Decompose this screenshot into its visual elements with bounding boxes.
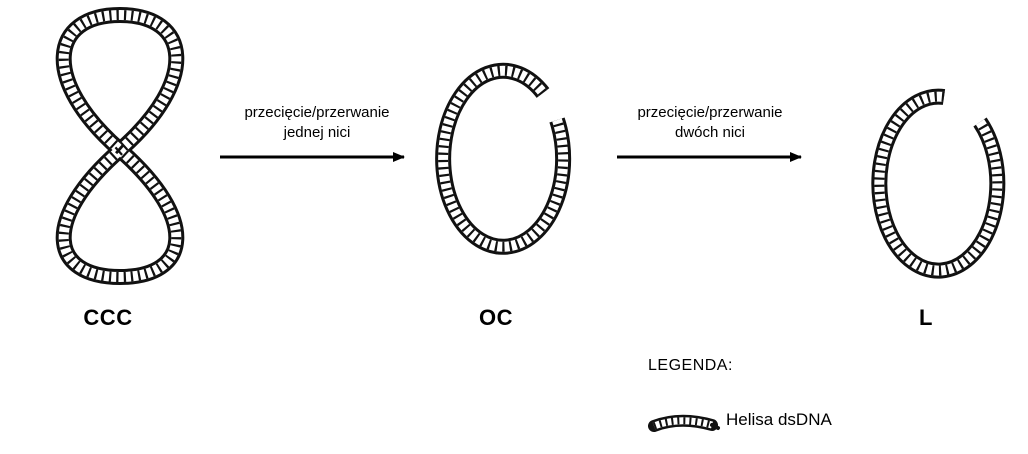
oc-open-circular-dna <box>435 62 572 255</box>
helix-icon <box>648 414 720 432</box>
arrow-label-line1: przecięcie/przerwanie <box>637 104 783 121</box>
arrow-label-line2: dwóch nici <box>674 124 746 141</box>
legend-item-label: Helisa dsDNA <box>726 410 832 429</box>
label-ccc: CCC <box>83 305 133 330</box>
arrow-label-double-strand: przecięcie/przerwanie dwóch nici <box>637 103 782 143</box>
l-linear-dna <box>871 88 1006 279</box>
label-oc: OC <box>479 305 513 330</box>
ccc-supercoiled-dna <box>55 6 185 286</box>
arrow-label-line1: przecięcie/przerwanie <box>244 104 390 121</box>
arrow-label-single-strand: przecięcie/przerwanie jednej nici <box>244 103 389 143</box>
label-l: L <box>919 305 933 330</box>
legend-title: LEGENDA: <box>648 357 733 374</box>
arrow-label-line2: jednej nici <box>283 124 351 141</box>
